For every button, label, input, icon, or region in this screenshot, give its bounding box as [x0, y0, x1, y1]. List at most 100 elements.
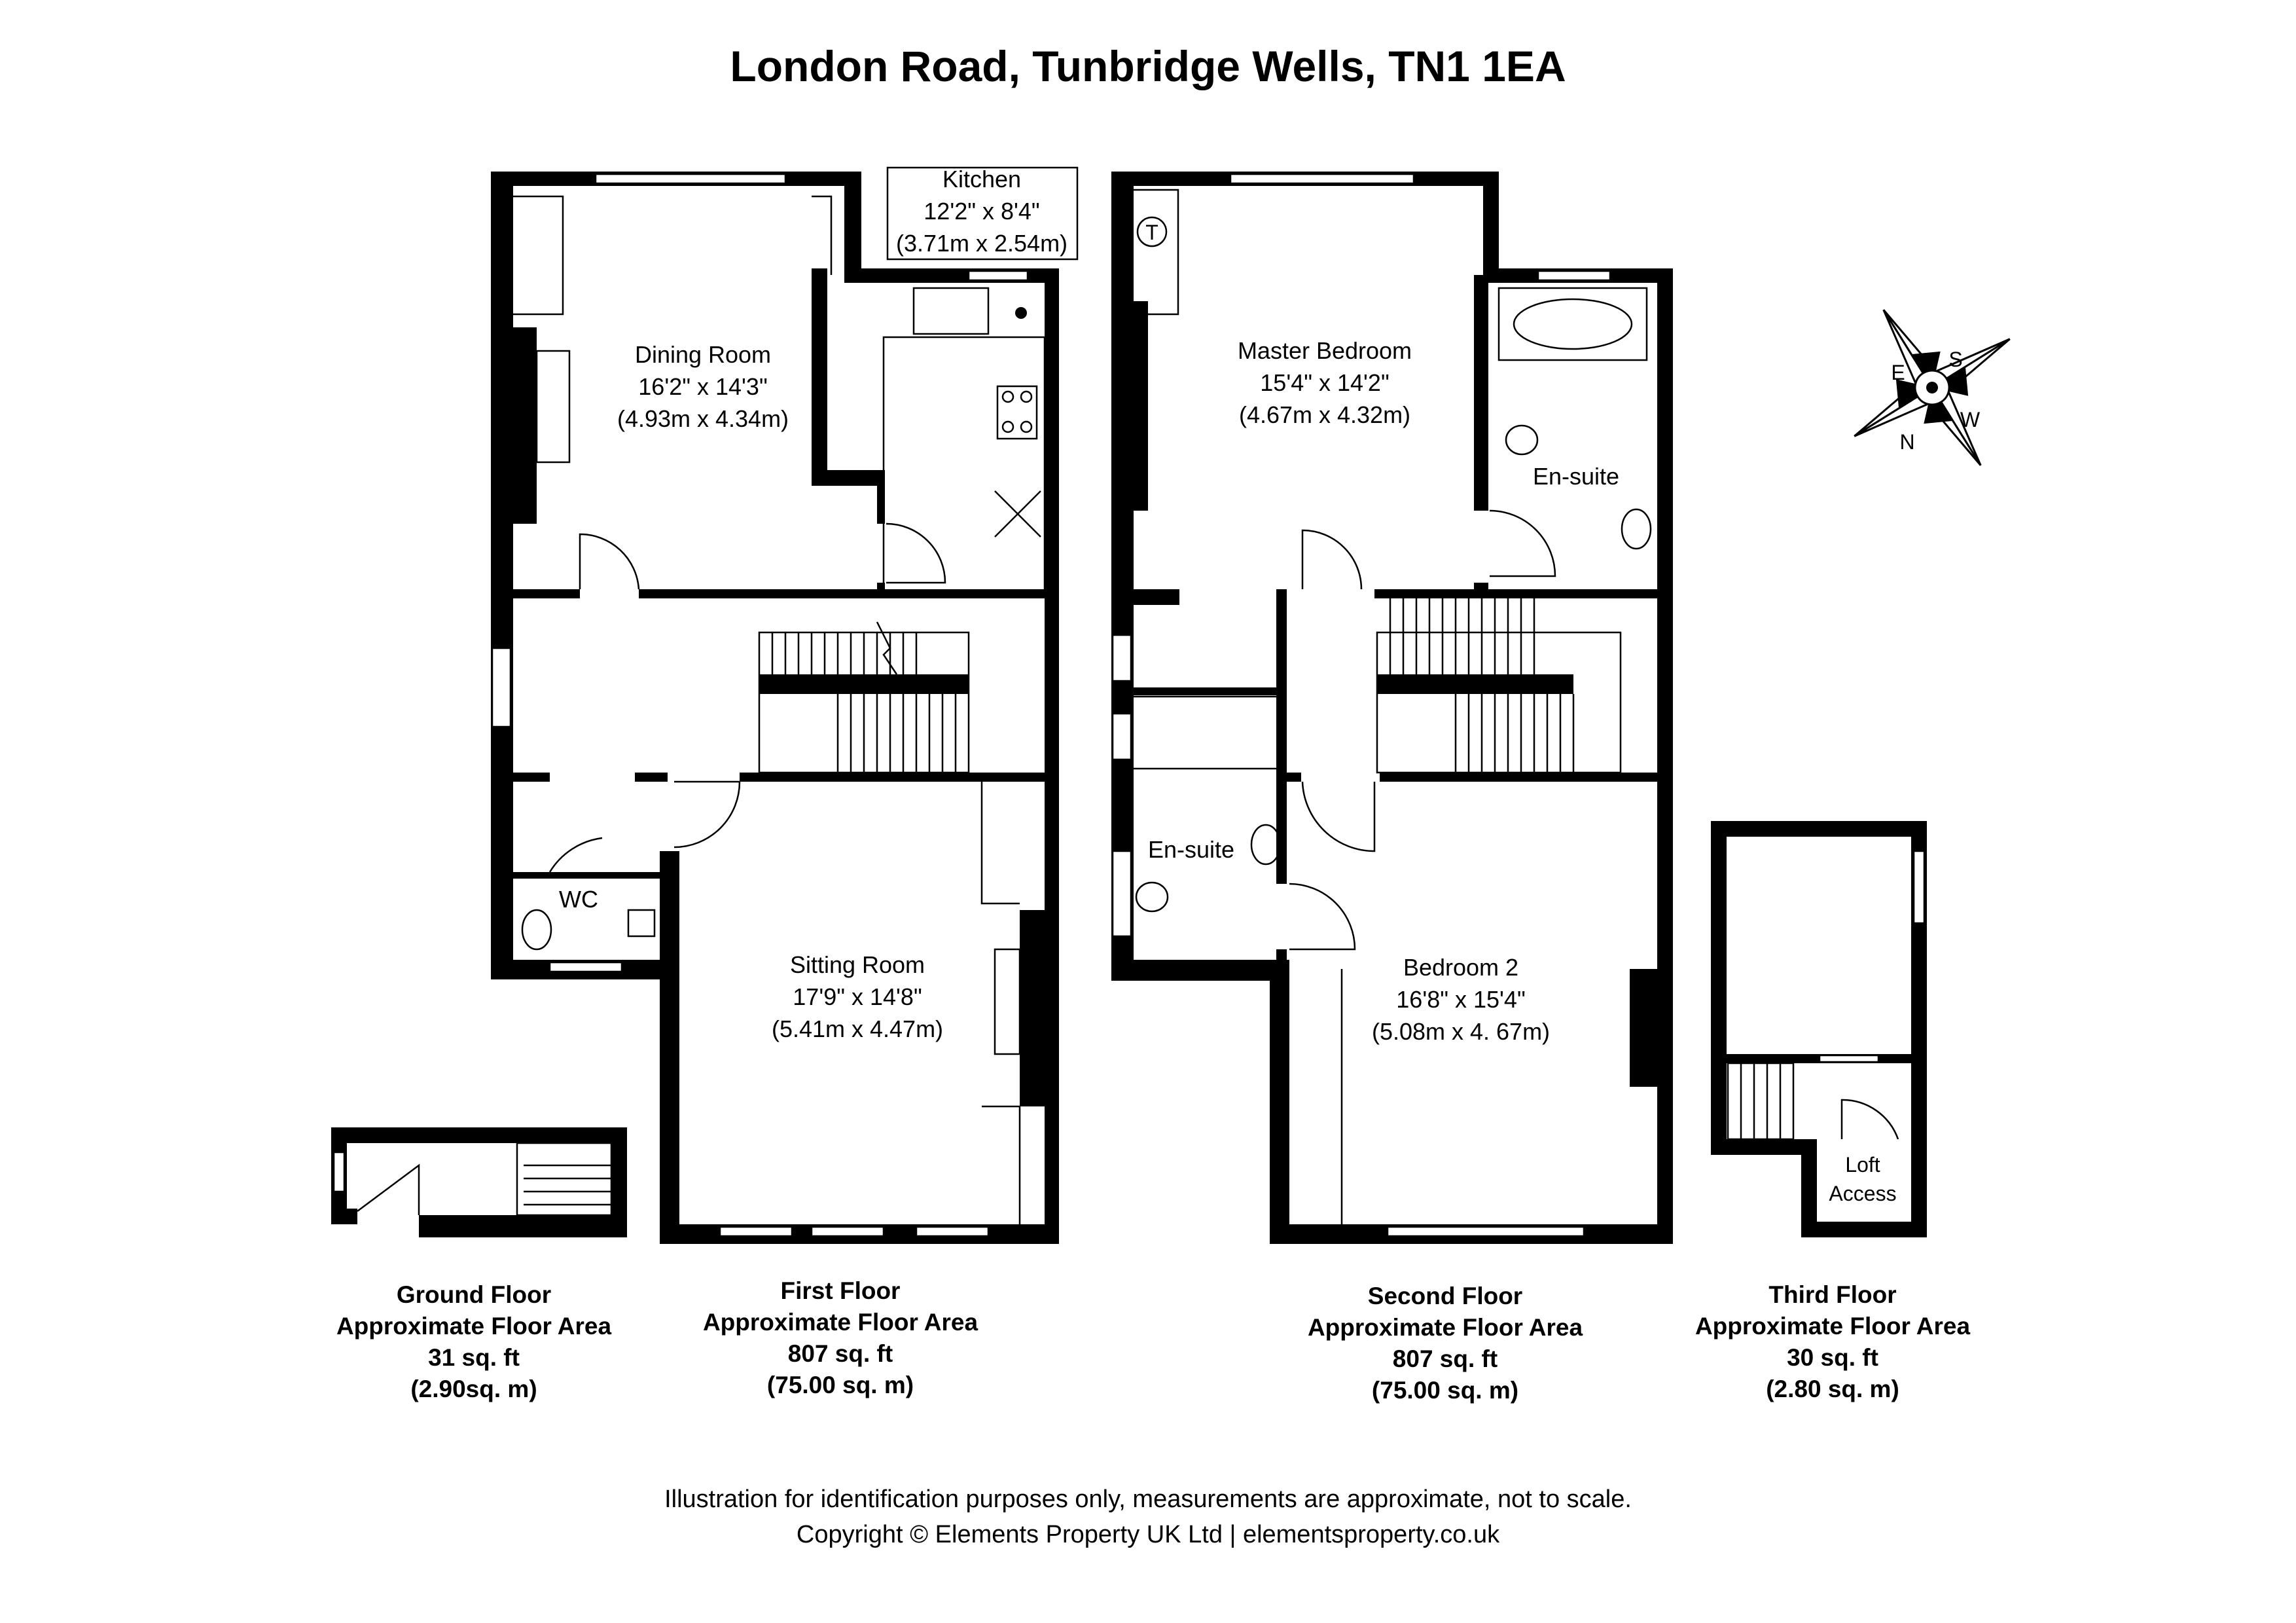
third-floor-plan: Loft Access — [1711, 821, 1927, 1237]
sitting-name: Sitting Room — [790, 951, 925, 978]
floor-area-first: First Floor Approximate Floor Area 807 s… — [703, 1277, 978, 1398]
door — [1301, 781, 1376, 852]
ensuite-1-name: En-suite — [1533, 463, 1619, 490]
wall — [812, 268, 827, 484]
dining-name: Dining Room — [635, 341, 771, 368]
compass-n: N — [1899, 430, 1914, 454]
door — [1301, 529, 1363, 590]
staircase — [1727, 1062, 1795, 1140]
compass-w: W — [1960, 408, 1981, 431]
wall — [660, 851, 679, 1244]
floor-sqft: 807 sq. ft — [788, 1340, 893, 1367]
floor-sqft: 807 sq. ft — [1393, 1345, 1498, 1372]
compass-s: S — [1948, 348, 1962, 371]
floor-label: Approximate Floor Area — [1695, 1313, 1971, 1340]
first-floor-plan: Kitchen 12'2" x 8'4" (3.71m x 2.54m) Din… — [491, 166, 1079, 1244]
loft-line2: Access — [1829, 1182, 1896, 1205]
staircase — [758, 621, 970, 774]
sitting-metric: (5.41m x 4.47m) — [772, 1015, 943, 1042]
fireplace — [535, 350, 571, 464]
window — [967, 270, 1029, 282]
bedroom2-name: Bedroom 2 — [1403, 954, 1518, 981]
master-imperial: 15'4" x 14'2" — [1260, 369, 1389, 396]
floor-name: Ground Floor — [397, 1281, 551, 1308]
toilet-icon — [521, 909, 552, 951]
water-tank-symbol: T — [1145, 221, 1158, 244]
page-title: London Road, Tunbridge Wells, TN1 1EA — [730, 42, 1566, 90]
boiler-icon — [1015, 307, 1027, 319]
ensuite-2-name: En-suite — [1148, 836, 1234, 863]
loft-line1: Loft — [1845, 1153, 1880, 1176]
floor-sqm: (75.00 sq. m) — [767, 1372, 914, 1398]
wall — [513, 589, 1059, 598]
toilet-icon — [1135, 881, 1169, 913]
door — [357, 1163, 420, 1215]
ground-floor-plan — [331, 1127, 627, 1237]
basin-icon — [1250, 824, 1282, 866]
floor-name: Second Floor — [1368, 1283, 1522, 1309]
door — [673, 780, 741, 848]
compass-icon — [1854, 309, 2011, 466]
floor-label: Approximate Floor Area — [1308, 1314, 1583, 1341]
master-name: Master Bedroom — [1238, 337, 1412, 364]
wall — [513, 773, 1059, 782]
bath-icon — [1498, 287, 1648, 361]
door — [579, 533, 640, 590]
window — [491, 647, 512, 728]
floor-sqft: 30 sq. ft — [1787, 1344, 1878, 1371]
chimney-breast — [1020, 910, 1045, 1106]
cupboard — [812, 195, 833, 275]
floor-name: Third Floor — [1768, 1281, 1896, 1308]
window — [810, 1226, 885, 1237]
bedroom2-metric: (5.08m x 4. 67m) — [1372, 1018, 1550, 1045]
floor-area-second: Second Floor Approximate Floor Area 807 … — [1308, 1283, 1583, 1404]
appliance-icon — [994, 490, 1041, 538]
cupboard — [513, 195, 564, 316]
window — [594, 173, 787, 185]
wc-name: WC — [559, 886, 598, 913]
basin-icon — [1621, 508, 1652, 550]
wall — [491, 172, 513, 979]
cupboard — [980, 782, 1020, 905]
sitting-imperial: 17'9" x 14'8" — [793, 983, 922, 1010]
cupboard — [1134, 189, 1179, 316]
window — [719, 1226, 793, 1237]
floor-sqm: (2.80 sq. m) — [1766, 1376, 1899, 1402]
kitchen-name: Kitchen — [942, 166, 1021, 192]
wall — [511, 872, 674, 879]
cupboard — [982, 1105, 1021, 1224]
disclaimer: Illustration for identification purposes… — [664, 1486, 1632, 1513]
fireplace — [994, 948, 1021, 1055]
door — [886, 522, 946, 584]
floor-name: First Floor — [781, 1277, 901, 1304]
floor-label: Approximate Floor Area — [703, 1309, 978, 1336]
floor-sqm: (75.00 sq. m) — [1372, 1377, 1518, 1404]
floor-sqft: 31 sq. ft — [428, 1344, 520, 1371]
wall — [812, 470, 884, 486]
floor-area-ground: Ground Floor Approximate Floor Area 31 s… — [336, 1281, 612, 1402]
second-floor-plan: T Master Bedroom 15'4" x 14'2" (4.67m x … — [1111, 172, 1673, 1244]
compass-e: E — [1891, 361, 1905, 384]
window — [915, 1226, 990, 1237]
floor-label: Approximate Floor Area — [336, 1313, 612, 1340]
kitchen-sink-icon — [912, 287, 990, 335]
toilet-icon — [1505, 424, 1539, 456]
master-metric: (4.67m x 4.32m) — [1239, 401, 1410, 428]
bedroom2-imperial: 16'8" x 15'4" — [1396, 986, 1525, 1013]
worktop — [882, 336, 1046, 594]
chimney-breast — [513, 327, 537, 524]
wall — [1045, 268, 1059, 1244]
door — [1489, 509, 1556, 577]
door — [1289, 883, 1356, 951]
floor-area-third: Third Floor Approximate Floor Area 30 sq… — [1695, 1281, 1971, 1402]
hob-icon — [996, 385, 1038, 440]
door — [1840, 1099, 1899, 1140]
door — [548, 837, 603, 873]
wall — [844, 172, 861, 276]
basin-icon — [627, 909, 656, 938]
copyright: Copyright © Elements Property UK Ltd | e… — [797, 1521, 1500, 1548]
floor-sqm: (2.90sq. m) — [410, 1376, 537, 1402]
kitchen-label-box — [886, 166, 1079, 261]
dining-metric: (4.93m x 4.34m) — [617, 405, 789, 432]
